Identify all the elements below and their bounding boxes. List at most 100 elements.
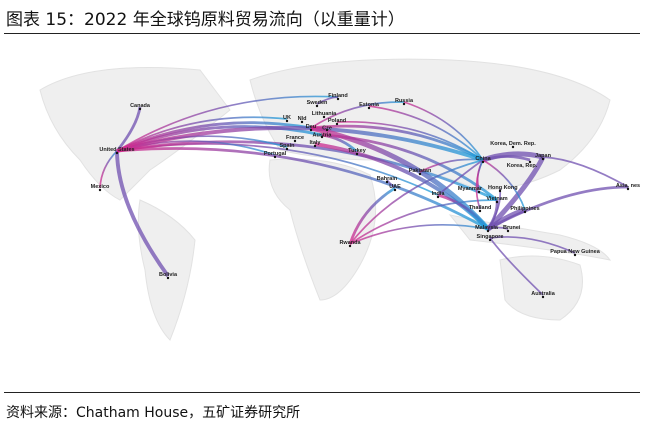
flow-arc [437, 193, 490, 230]
country-label: Rwanda [339, 240, 361, 246]
country-label: Mexico [91, 184, 110, 190]
flow-arc [321, 133, 358, 154]
flow-arc [99, 150, 118, 189]
country-dot [115, 151, 119, 155]
country-dot [300, 120, 304, 124]
flow-arcs [99, 95, 629, 296]
country-dot [348, 244, 352, 248]
country-dot [98, 188, 102, 192]
country-dot [309, 128, 313, 132]
country-label: Poland [328, 118, 346, 124]
flow-arc [475, 159, 484, 210]
country-dot [481, 160, 485, 164]
country-dot [273, 155, 277, 159]
country-dot [393, 188, 397, 192]
flow-arc [116, 125, 323, 153]
flow-arc [116, 135, 288, 152]
country-label: Finland [328, 93, 348, 99]
country-label: Thailand [469, 205, 492, 211]
flow-arc [310, 124, 484, 162]
country-label: Japan [535, 153, 552, 159]
country-label: Korea, Rep. [507, 163, 538, 169]
country-dot [322, 115, 326, 119]
flow-arc [489, 236, 576, 254]
country-label: Korea, Dem. Rep. [490, 141, 536, 147]
country-label: China [475, 156, 491, 162]
country-dot [335, 122, 339, 126]
country-label: Bahrain [377, 176, 398, 182]
flow-arc [314, 142, 490, 231]
country-dot [573, 253, 577, 257]
country-dot [325, 128, 329, 132]
country-label: United States [99, 147, 134, 153]
country-label: Brunei [503, 225, 521, 231]
country-label: India [432, 191, 446, 197]
country-dot [315, 104, 319, 108]
country-dot [402, 102, 406, 106]
flow-arc [486, 155, 546, 231]
flow-arc [115, 106, 142, 152]
flow-arc [115, 150, 170, 278]
country-dot [495, 200, 499, 204]
flow-arc [403, 101, 484, 161]
country-label: Asia, nes [616, 183, 640, 189]
country-dot [626, 187, 630, 191]
flow-arc [116, 95, 339, 152]
flow-arc [368, 105, 484, 161]
country-dot [541, 295, 545, 299]
figure-title: 图表 15：2022 年全球钨原料贸易流向（以重量计） [6, 10, 405, 30]
flow-arc [482, 155, 531, 162]
country-dot [498, 189, 502, 193]
country-dot [385, 180, 389, 184]
country-label: France [286, 135, 304, 141]
flow-arc [349, 223, 489, 245]
flow-arc [310, 101, 405, 129]
flow-arc [316, 96, 339, 105]
country-dot [486, 229, 490, 233]
country-label: Pakistan [409, 168, 432, 174]
flow-arc [349, 159, 484, 245]
flow-arc [348, 186, 396, 245]
country-label: Canada [130, 103, 151, 109]
country-dot [293, 139, 297, 143]
country-dot [418, 172, 422, 176]
country-label: Portugal [264, 151, 287, 157]
country-label: Papua New Guinea [550, 249, 600, 255]
country-dot [336, 97, 340, 101]
country-label: Malaysia [475, 225, 499, 231]
country-dot [138, 107, 142, 111]
country-label: Myanmar [458, 186, 483, 192]
country-dot [478, 209, 482, 213]
flow-arc [419, 158, 484, 173]
country-dot [511, 145, 515, 149]
country-dot [313, 144, 317, 148]
country-label: Nld [298, 116, 307, 122]
country-label: Spain [280, 143, 296, 149]
country-dot [523, 210, 527, 214]
country-label: Turkey [348, 148, 367, 154]
country-label: Vietnam [486, 196, 507, 202]
flow-arc [116, 140, 276, 156]
country-label: Estonia [359, 102, 380, 108]
bottom-rule [4, 392, 640, 393]
flow-arc [437, 159, 484, 196]
country-label: Hong Kong [488, 185, 518, 191]
source-note: 资料来源：Chatham House，五矿证券研究所 [6, 405, 301, 421]
country-dot [528, 160, 532, 164]
country-label: Cze [322, 126, 332, 132]
country-label: Singapore [477, 234, 504, 240]
country-label: Lithuania [312, 111, 337, 117]
country-dot [488, 238, 492, 242]
country-label: Bolivia [159, 272, 178, 278]
country-dot [320, 135, 324, 139]
country-label: Australia [531, 291, 555, 297]
flow-arc [116, 143, 439, 196]
country-dot [506, 229, 510, 233]
country-dot [285, 119, 289, 123]
country-label: Italy [309, 140, 321, 146]
flow-arc [542, 156, 629, 188]
country-label: Sweden [307, 100, 328, 106]
flow-arc [336, 120, 484, 161]
